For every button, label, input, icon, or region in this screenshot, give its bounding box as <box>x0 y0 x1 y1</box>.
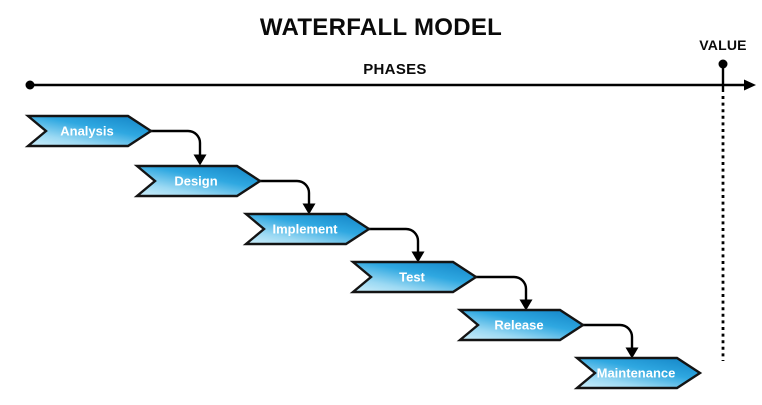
stage-maintenance: Maintenance <box>573 356 703 390</box>
stage-implement: Implement <box>242 212 372 246</box>
stage-label: Implement <box>272 222 338 237</box>
connector-arrowhead-icon <box>411 251 425 263</box>
chevron-shape <box>242 212 372 246</box>
connector-analysis-to-design <box>151 129 207 166</box>
connector-arrowhead-icon <box>193 154 207 166</box>
chevron-shape <box>456 308 586 342</box>
connector-arrowhead-icon <box>302 203 316 215</box>
phases-axis-line <box>25 79 756 91</box>
stage-test: Test <box>349 260 479 294</box>
stage-label: Analysis <box>60 124 113 139</box>
stage-label: Release <box>494 318 543 333</box>
connector-implement-to-test <box>369 227 425 263</box>
stage-label: Maintenance <box>597 366 676 381</box>
stage-analysis: Analysis <box>24 114 154 148</box>
chevron-shape <box>24 114 154 148</box>
value-axis-line <box>718 59 728 361</box>
chevron-shape <box>133 164 263 198</box>
stage-label: Design <box>174 174 217 189</box>
stage-label: Test <box>399 270 425 285</box>
connector-design-to-implement <box>260 179 316 215</box>
connector-test-to-release <box>476 275 533 311</box>
value-axis-label: VALUE <box>699 37 747 53</box>
phases-axis-label: PHASES <box>363 61 427 78</box>
connector-release-to-maintenance <box>583 323 639 359</box>
stage-release: Release <box>456 308 586 342</box>
connector-arrowhead-icon <box>519 299 533 311</box>
chevron-shape <box>573 356 703 390</box>
stage-design: Design <box>133 164 263 198</box>
chevron-shape <box>349 260 479 294</box>
phases-arrowhead-icon <box>744 79 756 91</box>
diagram-title: WATERFALL MODEL <box>259 14 503 41</box>
connector-arrowhead-icon <box>625 347 639 359</box>
